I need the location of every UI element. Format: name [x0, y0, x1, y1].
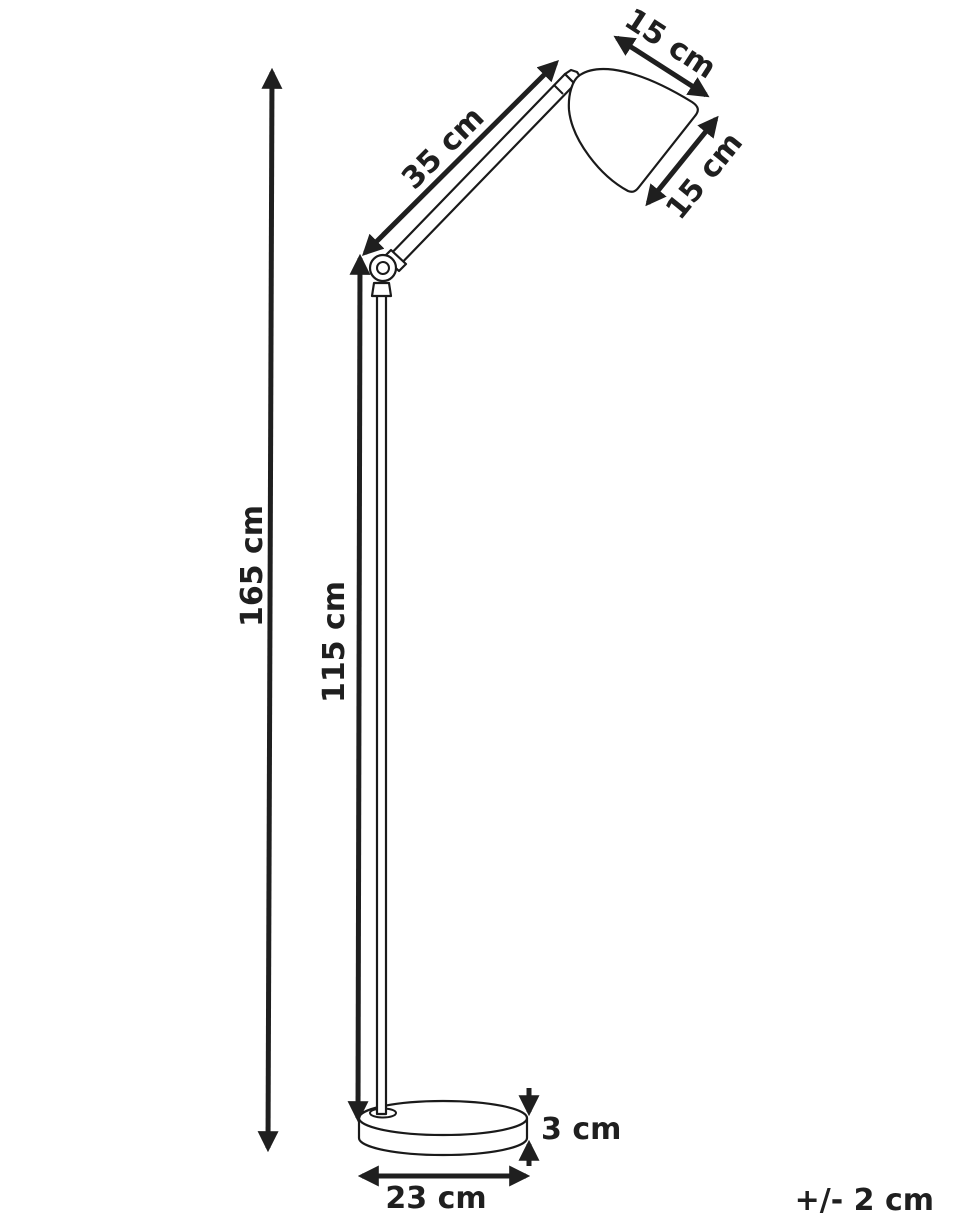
dimension-arrow-arm-length: [362, 60, 559, 256]
dimension-labels: 165 cm 115 cm 35 cm 15 cm 15 cm 3 cm 23 …: [235, 2, 934, 1213]
dimension-arrow-pole-height: [347, 253, 371, 1123]
tolerance-note: +/- 2 cm: [795, 1183, 934, 1213]
label-pole-height: 115 cm: [317, 581, 352, 703]
dimension-arrow-shade-diameter: [645, 115, 719, 207]
label-base-diameter: 23 cm: [385, 1181, 486, 1213]
pole-collar: [370, 281, 393, 298]
dimension-arrow-total-height: [257, 67, 283, 1153]
lamp-pole: [375, 290, 388, 1116]
pivot-joint: [368, 253, 398, 283]
lamp-shade: [567, 68, 699, 193]
dimension-lines: [257, 35, 719, 1187]
dimension-arrow-shade-length: [613, 35, 710, 98]
lamp-base: [357, 1099, 529, 1157]
label-base-height: 3 cm: [541, 1112, 621, 1147]
label-total-height: 165 cm: [235, 505, 270, 627]
lamp-drawing: [357, 68, 699, 1157]
